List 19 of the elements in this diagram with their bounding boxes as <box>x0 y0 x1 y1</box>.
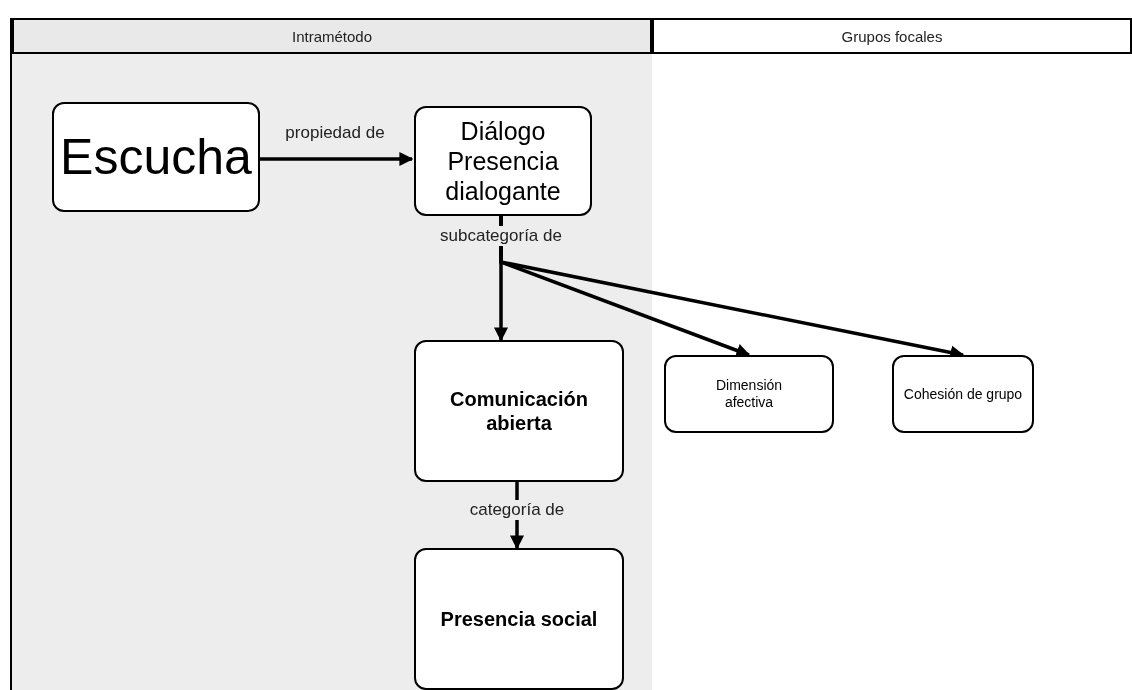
arrow <box>258 152 414 166</box>
concept-box <box>52 102 260 212</box>
box-text: Cohesión de grupo <box>902 385 1024 403</box>
column-band <box>10 18 652 690</box>
concept-box <box>414 340 624 482</box>
box-text: Dimensión afectiva <box>714 377 784 411</box>
edge-label: categoría de <box>467 500 567 520</box>
edge-label: propiedad de <box>284 123 386 143</box>
concept-box <box>892 355 1034 433</box>
box-text: Comunicación abierta <box>449 387 589 435</box>
box-text: Diálogo Presencia dialogante <box>444 116 562 206</box>
column-header: Grupos focales <box>652 18 1132 54</box>
concept-box <box>414 548 624 690</box>
concept-box <box>664 355 834 433</box>
box-text: Escucha <box>59 128 253 187</box>
edge-label: subcategoría de <box>438 226 564 246</box>
concept-box <box>414 106 592 216</box>
column-header: Intramétodo <box>12 18 652 54</box>
box-text: Presencia social <box>439 607 599 631</box>
